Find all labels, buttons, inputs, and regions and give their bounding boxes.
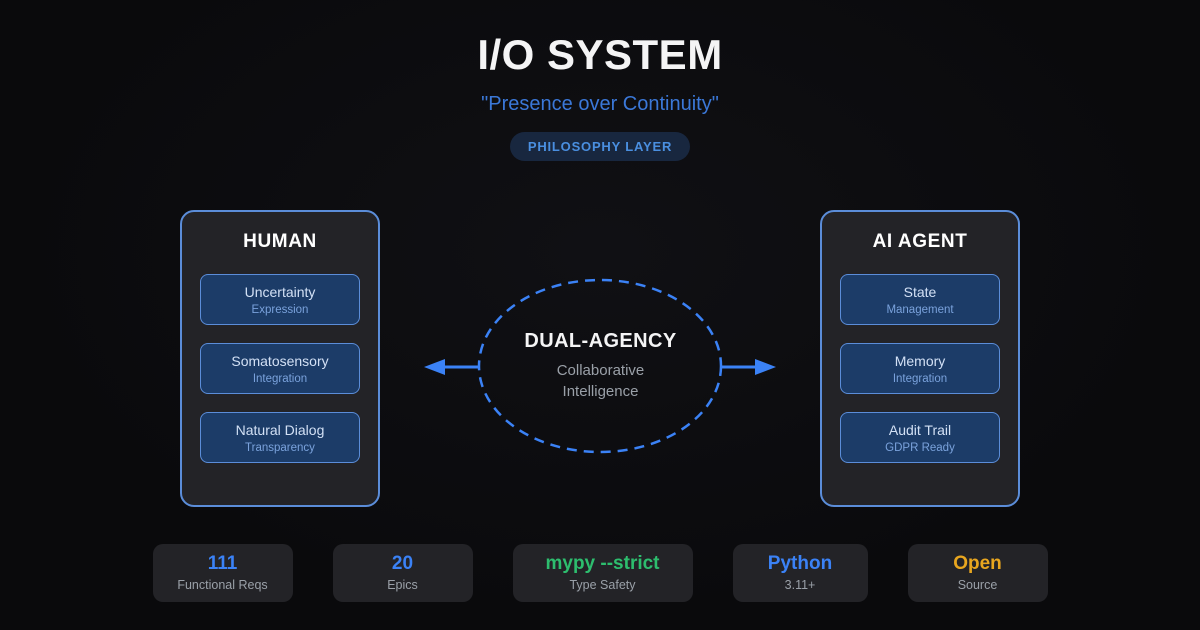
left-arrow-icon — [424, 359, 479, 375]
stat-open-source: Open Source — [907, 544, 1048, 602]
stat-epics: 20 Epics — [332, 544, 473, 602]
card-natural-dialog: Natural Dialog Transparency — [200, 412, 360, 463]
stat-python: Python 3.11+ — [732, 544, 868, 602]
ai-agent-panel: AI AGENT State Management Memory Integra… — [820, 210, 1020, 507]
philosophy-layer-badge: PHILOSOPHY LAYER — [509, 132, 691, 161]
card-subtitle: Transparency — [245, 442, 315, 454]
dual-agency-title: DUAL-AGENCY — [524, 330, 677, 352]
card-uncertainty: Uncertainty Expression — [200, 274, 360, 325]
card-title: State — [903, 284, 937, 300]
human-panel: HUMAN Uncertainty Expression Somatosenso… — [180, 210, 380, 507]
card-title: Audit Trail — [888, 422, 952, 438]
dual-agency-subtitle: Collaborative Intelligence — [557, 360, 645, 402]
stat-label: Type Safety — [569, 578, 636, 592]
human-panel-title: HUMAN — [243, 231, 317, 252]
card-title: Somatosensory — [231, 353, 329, 369]
card-audit-trail: Audit Trail GDPR Ready — [840, 412, 1000, 463]
page-subtitle: "Presence over Continuity" — [481, 93, 719, 115]
card-subtitle: Expression — [251, 304, 309, 316]
stat-value: Open — [953, 553, 1002, 574]
card-subtitle: Integration — [892, 373, 948, 385]
card-memory: Memory Integration — [840, 343, 1000, 394]
header: I/O SYSTEM "Presence over Continuity" PH… — [0, 0, 1200, 161]
human-cards: Uncertainty Expression Somatosensory Int… — [182, 274, 378, 463]
page-title: I/O SYSTEM — [477, 31, 723, 78]
stat-functional-reqs: 111 Functional Reqs — [152, 544, 293, 602]
dual-agency-label: DUAL-AGENCY Collaborative Intelligence — [479, 280, 722, 452]
card-somatosensory: Somatosensory Integration — [200, 343, 360, 394]
dual-agency-subtitle-line2: Intelligence — [562, 383, 639, 400]
stat-value: mypy --strict — [545, 553, 660, 574]
stat-label: Functional Reqs — [177, 578, 268, 592]
ai-agent-panel-title: AI AGENT — [872, 231, 968, 252]
stat-value: 20 — [391, 553, 414, 574]
ai-agent-cards: State Management Memory Integration Audi… — [822, 274, 1018, 463]
card-subtitle: Management — [886, 304, 954, 316]
right-arrow-icon — [721, 359, 776, 375]
card-subtitle: Integration — [252, 373, 308, 385]
card-subtitle: GDPR Ready — [885, 442, 955, 454]
stats-row: 111 Functional Reqs 20 Epics mypy --stri… — [0, 544, 1200, 602]
dual-agency-subtitle-line1: Collaborative — [556, 362, 645, 379]
stat-value: Python — [767, 553, 833, 574]
stat-label: Source — [957, 578, 998, 592]
card-title: Memory — [894, 353, 946, 369]
stat-type-safety: mypy --strict Type Safety — [512, 544, 693, 602]
card-state: State Management — [840, 274, 1000, 325]
stat-value: 111 — [207, 553, 238, 574]
card-title: Uncertainty — [244, 284, 316, 300]
stat-label: Epics — [387, 578, 418, 592]
stat-label: 3.11+ — [784, 578, 816, 592]
card-title: Natural Dialog — [235, 422, 325, 438]
